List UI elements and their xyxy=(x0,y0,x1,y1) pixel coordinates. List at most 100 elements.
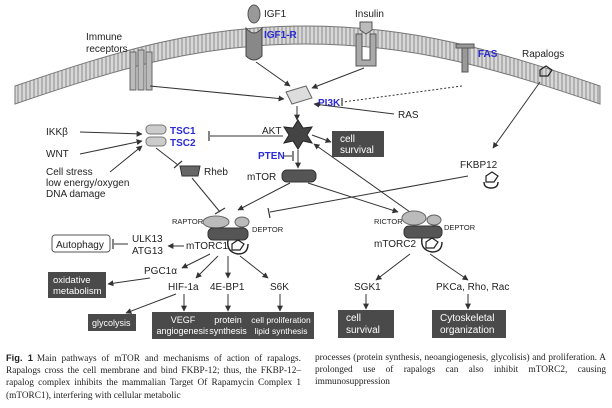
deptor1-label: DEPTOR xyxy=(252,225,284,234)
oxidative-metabolism-box xyxy=(48,272,106,298)
inhibit-fkbp12-mtorc1-bar xyxy=(267,207,271,219)
deptor1-icon xyxy=(234,216,250,228)
immune-receptor-icon xyxy=(129,49,153,91)
arrow-stress-tsc xyxy=(109,145,143,173)
autophagy-box xyxy=(51,234,111,253)
pi3k-label: PI3K xyxy=(318,98,341,109)
caption-text-left: Main pathways of mTOR and mechanisms of … xyxy=(6,354,301,401)
arrow-mtorc2-pkca xyxy=(429,253,469,281)
pi3k-icon xyxy=(285,85,313,105)
ulk13-label: ULK13 xyxy=(132,234,163,245)
arrow-akt-survival xyxy=(311,134,332,143)
inhibit-tsc-rheb-bar xyxy=(173,160,183,169)
glycolysis-label: glycolysis xyxy=(92,318,131,328)
vegf-box xyxy=(152,312,214,339)
hif1a-label: HIF-1a xyxy=(168,282,199,293)
mtor-icon xyxy=(281,169,317,183)
raptor-label: RAPTOR xyxy=(172,217,204,226)
akt-star-icon xyxy=(282,119,314,150)
arrow-ikkb-tsc xyxy=(79,130,143,137)
sgk1-cell-survival-box xyxy=(338,310,394,338)
pten-label: PTEN xyxy=(258,151,285,162)
mtorc2-icon xyxy=(403,225,443,239)
fas-label: FAS xyxy=(478,49,498,60)
arrow-immune-pi3k xyxy=(149,85,285,102)
akt-cell-survival-box xyxy=(332,131,384,157)
dashed-fas-pi3k xyxy=(342,85,463,103)
s6k-label: S6K xyxy=(270,282,289,293)
deptor2-icon xyxy=(426,214,442,226)
rheb-label: Rheb xyxy=(204,167,228,178)
igf1-label: IGF1 xyxy=(264,9,287,20)
insulin-receptor-icon xyxy=(355,33,377,67)
insulin-ligand-icon xyxy=(359,21,373,35)
caption-text-right: processes (protein synthesis, neoangioge… xyxy=(315,353,606,388)
cell-membrane xyxy=(14,25,601,105)
sgk1-label: SGK1 xyxy=(354,282,381,293)
ras-label: RAS xyxy=(398,110,419,121)
igf1r-label: IGF1-R xyxy=(264,30,298,41)
arrow-pgc1a-oxidative xyxy=(107,277,151,287)
rictor-label: RICTOR xyxy=(374,217,403,226)
inhibit-rheb-mtorc1-bar xyxy=(214,207,226,215)
mtorc1-icon xyxy=(207,227,249,241)
inhibit-fkbp12-mtorc1 xyxy=(269,175,469,213)
arrow-igf1r-pi3k xyxy=(255,61,291,87)
wnt-label: WNT xyxy=(46,149,69,160)
arrow-mtor-mtorc2 xyxy=(307,182,399,214)
cytoskeletal-organization-box xyxy=(432,310,506,338)
glycolysis-box xyxy=(88,314,136,331)
mtor-label: mTOR xyxy=(247,172,276,183)
igf1-ligand-icon xyxy=(247,4,261,24)
arrow-rapalogs-fkbp12 xyxy=(492,81,541,149)
4ebp1-label: 4E-BP1 xyxy=(210,282,245,293)
pkca-label: PKCa, Rho, Rac xyxy=(436,282,509,293)
pgc1a-label: PGC1α xyxy=(144,266,177,277)
arrow-mtorc2-akt xyxy=(313,143,411,213)
figure-label: Fig. 1 xyxy=(6,353,33,363)
arrow-mtorc1-pgc1a xyxy=(181,253,211,269)
arrow-mtorc1-s6k xyxy=(239,255,269,279)
tsc1-icon xyxy=(145,124,167,135)
inhibit-tsc-rheb xyxy=(155,147,179,166)
mtorc2-rapalog-bound-icon xyxy=(421,237,443,253)
arrow-wnt-tsc xyxy=(79,139,143,155)
cell-proliferation-box xyxy=(248,312,314,339)
protein-synthesis-box xyxy=(208,312,248,339)
igf1-receptor-icon xyxy=(245,26,263,61)
rapalogs-label: Rapalogs xyxy=(522,49,564,60)
arrow-mtor-mtorc1 xyxy=(237,182,291,211)
arrow-mtorc1-hif1a xyxy=(195,255,219,279)
figure-caption-right: processes (protein synthesis, neoangioge… xyxy=(315,352,606,389)
arrow-ras-pi3k xyxy=(313,101,395,115)
rapalog-molecule-icon xyxy=(539,65,553,77)
insulin-label: Insulin xyxy=(355,9,384,20)
tsc1-label: TSC1 xyxy=(170,126,196,137)
autophagy-label: Autophagy xyxy=(56,240,104,251)
fkbp12-rapalog-icon xyxy=(483,171,499,189)
mtorc1-rapalog-bound-icon xyxy=(227,239,249,255)
akt-label: AKT xyxy=(262,126,281,137)
arrow-mtorc2-sgk1 xyxy=(375,253,411,281)
deptor2-label: DEPTOR xyxy=(444,223,476,232)
raptor-icon xyxy=(202,215,230,229)
mtorc2-label: mTORC2 xyxy=(374,239,416,250)
tsc2-label: TSC2 xyxy=(170,138,196,149)
arrow-hif1a-glycolysis xyxy=(125,293,177,314)
arrow-insulin-pi3k xyxy=(311,67,365,89)
rheb-icon xyxy=(179,165,201,177)
rictor-icon xyxy=(401,210,427,226)
atg13-label: ATG13 xyxy=(132,246,163,257)
tsc2-icon xyxy=(145,136,167,147)
